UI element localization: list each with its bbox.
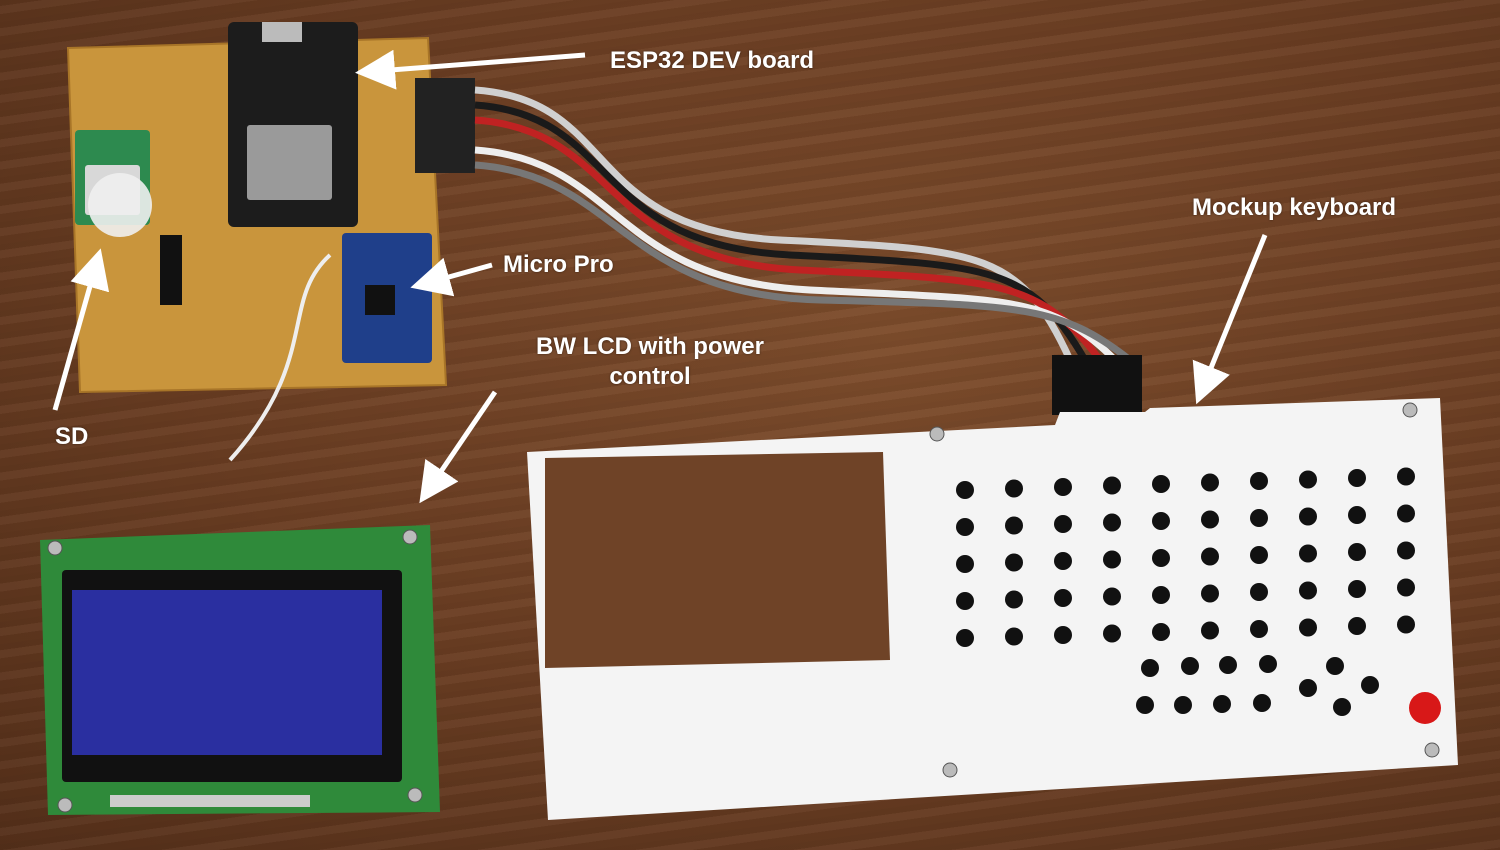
- key-hole: [1201, 510, 1219, 529]
- key-hole: [1299, 507, 1317, 526]
- key-hole: [1103, 476, 1121, 495]
- key-hole: [1152, 475, 1170, 493]
- key-hole: [1219, 656, 1237, 674]
- key-hole: [1005, 627, 1023, 646]
- key-hole: [1103, 513, 1121, 532]
- key-hole: [956, 592, 974, 610]
- red-button: [1409, 692, 1441, 724]
- arrow-keyboard: [1192, 234, 1268, 405]
- arrow-esp32: [355, 49, 586, 90]
- header-pins: [160, 235, 182, 305]
- label-lcd: BW LCD with power control: [510, 333, 790, 391]
- key-hole: [1103, 587, 1121, 606]
- arrow-sd: [52, 248, 110, 411]
- label-lcd-line2: control: [609, 363, 691, 390]
- key-hole: [1250, 509, 1268, 527]
- screw: [942, 762, 958, 778]
- key-hole: [1348, 617, 1366, 635]
- screw: [57, 797, 73, 813]
- key-hole: [1141, 659, 1159, 677]
- key-hole: [1361, 676, 1379, 694]
- key-hole: [1213, 695, 1231, 713]
- ribbon-cable: [474, 86, 1133, 363]
- key-hole: [1299, 581, 1317, 600]
- esp32-module: [247, 125, 332, 200]
- key-hole: [1005, 590, 1023, 609]
- key-hole: [1054, 552, 1072, 570]
- key-hole: [1397, 504, 1415, 523]
- arrow-micro-pro: [410, 257, 493, 297]
- key-hole: [1299, 618, 1317, 637]
- key-hole: [1333, 698, 1351, 716]
- key-hole: [1005, 516, 1023, 535]
- key-hole: [956, 481, 974, 499]
- screw: [402, 529, 418, 545]
- keyboard-connector: [1052, 355, 1142, 415]
- key-hole: [956, 555, 974, 573]
- key-hole: [1152, 549, 1170, 567]
- key-hole: [1201, 584, 1219, 603]
- key-hole: [1259, 655, 1277, 673]
- label-esp32: ESP32 DEV board: [610, 47, 815, 74]
- arrow-lcd: [419, 390, 498, 504]
- screw: [929, 426, 945, 442]
- key-hole: [956, 518, 974, 536]
- label-sd: SD: [55, 423, 89, 450]
- screw: [47, 540, 63, 556]
- key-hole: [1299, 470, 1317, 489]
- key-hole: [1152, 586, 1170, 604]
- key-hole: [1348, 506, 1366, 524]
- key-hole: [1152, 512, 1170, 530]
- key-hole: [1201, 547, 1219, 566]
- key-hole: [1103, 624, 1121, 643]
- label-micro-pro: Micro Pro: [503, 251, 614, 278]
- key-hole: [1152, 623, 1170, 641]
- loose-wire: [228, 253, 332, 462]
- key-hole: [1348, 469, 1366, 487]
- key-hole: [1136, 696, 1154, 714]
- screw: [407, 787, 423, 803]
- screw: [1424, 742, 1440, 758]
- key-hole: [1054, 626, 1072, 644]
- label-lcd-line1: BW LCD with power: [536, 333, 764, 360]
- display-cutout: [545, 452, 890, 668]
- key-hole: [1054, 515, 1072, 533]
- key-hole: [1005, 553, 1023, 572]
- key-hole: [1397, 541, 1415, 560]
- connector: [415, 78, 475, 173]
- key-hole: [1253, 694, 1271, 712]
- key-hole: [1299, 679, 1317, 697]
- key-hole: [1250, 546, 1268, 564]
- key-hole: [1201, 621, 1219, 640]
- key-hole: [956, 629, 974, 647]
- screw: [1402, 402, 1418, 418]
- key-hole: [1348, 580, 1366, 598]
- key-hole: [1103, 550, 1121, 569]
- key-hole: [1250, 620, 1268, 638]
- key-hole: [1326, 657, 1344, 675]
- key-hole: [1250, 472, 1268, 490]
- lcd-screen: [72, 590, 382, 755]
- key-hole: [1174, 696, 1192, 714]
- key-hole: [1250, 583, 1268, 601]
- key-hole: [1201, 473, 1219, 492]
- key-hole: [1181, 657, 1199, 675]
- key-hole: [1397, 467, 1415, 486]
- key-hole: [1397, 578, 1415, 597]
- key-hole: [1348, 543, 1366, 561]
- key-hole: [1054, 478, 1072, 496]
- key-hole: [1005, 479, 1023, 498]
- key-hole: [1299, 544, 1317, 563]
- key-hole: [1054, 589, 1072, 607]
- key-hole: [1397, 615, 1415, 634]
- label-keyboard: Mockup keyboard: [1192, 194, 1397, 221]
